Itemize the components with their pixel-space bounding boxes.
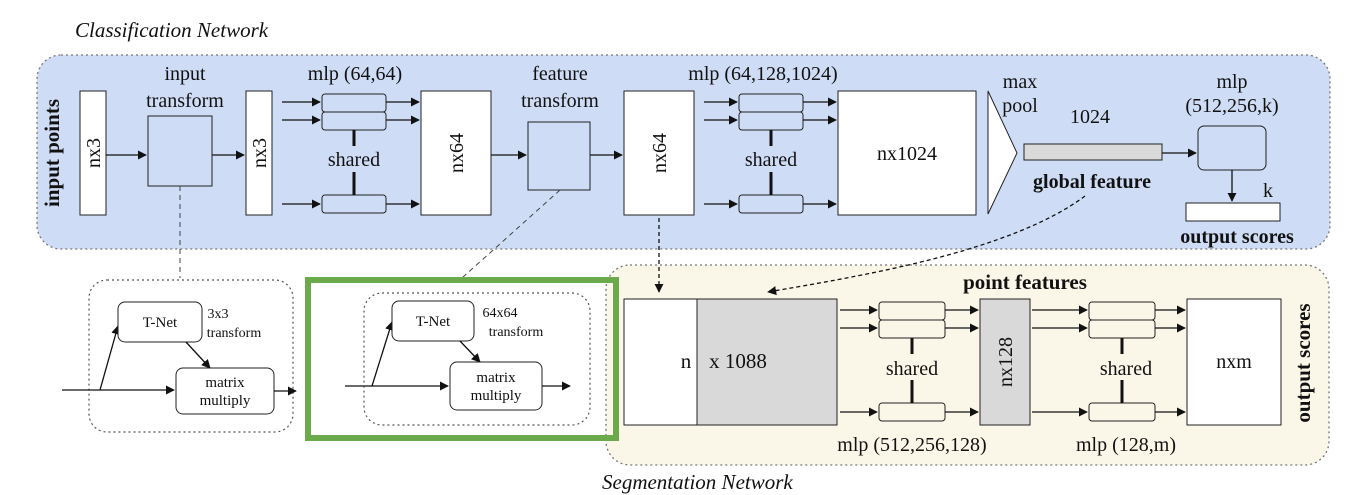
arrow [371,321,394,387]
concat-white-box [623,298,698,426]
nx128-box [979,298,1031,426]
tnet-1-matrix-label-1: matrix [205,375,245,391]
arrow [459,340,481,363]
tnet-1-transform-label-2: transform [207,326,262,341]
mlp-64-128-1024-label: mlp (64,128,1024) [688,63,837,85]
segmentation-network-title: Segmentation Network [602,470,793,494]
input-points-label: input points [40,99,64,207]
input-transform-label-1: input [164,63,206,85]
tnet-2-box [391,300,475,342]
tnet-2-label: T-Net [416,314,451,330]
global-feature-label: global feature [1033,171,1151,193]
global-feature-dim: 1024 [1070,106,1110,128]
concat-gray-box [696,298,838,426]
shared-label: shared [886,358,938,380]
mlp-unit [1088,402,1156,422]
output-scores-box [1185,202,1281,222]
feature-transform-box [527,121,591,191]
tnet-2-matrix-label-2: multiply [471,388,522,404]
shared-label: shared [745,149,797,171]
nx128-label: nx128 [995,337,1017,387]
feature-transform-callout [461,189,561,279]
tnet-1-box [117,301,203,343]
arrow [99,325,121,391]
n-label: n [681,349,692,373]
point-features-label: point features [963,270,1087,294]
nxm-box [1186,298,1282,426]
mlp-unit [738,194,804,214]
mlp-unit [321,111,387,131]
mlp-unit [1088,301,1156,321]
mlp-unit [321,194,387,214]
max-pool-label-1: max [1003,71,1037,93]
classification-network-title: Classification Network [75,18,269,42]
shared-label: shared [1100,358,1152,380]
x1088-label: x 1088 [709,349,767,373]
input-transform-box [147,115,213,187]
feature-transform-highlight [305,277,619,441]
arrow [185,341,211,369]
mlp-unit [738,111,804,131]
seg-mlp-128-m-label: mlp (128,m) [1076,434,1176,456]
tnet-1-label: T-Net [143,315,178,331]
seg-mlp-512-256-128-label: mlp (512,256,128) [837,434,986,456]
global-feature-connection-arrow [767,195,1086,296]
nx64-label-1: nx64 [446,133,468,173]
transformed-nx3-box [245,90,273,216]
mlp-unit [878,301,946,321]
feature-transform-label-2: transform [521,90,599,112]
nx64-box-2 [623,90,695,216]
shared-label: shared [328,149,380,171]
nx1024-box [837,90,977,216]
tnet-2-transform-label-2: transform [489,325,544,340]
k-label: k [1263,180,1273,202]
mlp-unit [878,402,946,422]
mlp-unit [738,93,804,113]
nx1024-label: nx1024 [877,143,937,165]
nx64-box-1 [420,90,492,216]
mlp-512-256-k-label-2: (512,256,k) [1185,95,1278,117]
global-feature-box [1023,143,1163,161]
nx64-label-2: nx64 [649,133,671,173]
mlp-unit [1088,319,1156,339]
max-pool-shape [987,90,1018,215]
nxm-label: nxm [1216,351,1252,373]
feature-transform-label-1: feature [532,63,588,85]
tnet-2-matrix-label-1: matrix [476,370,516,386]
seg-output-scores-label: output scores [1291,303,1315,422]
mlp-unit [878,319,946,339]
transformed-nx3-label: nx3 [249,138,271,168]
mlp-unit [321,93,387,113]
max-pool-label-2: pool [1002,95,1038,117]
output-scores-label: output scores [1180,226,1294,248]
tnet-2-transform-label-1: 64x64 [483,306,518,321]
mlp-512-256-k-label-1: mlp [1216,71,1247,93]
tnet-1-transform-label-1: 3x3 [208,307,229,322]
mlp-512-256-k-box [1197,125,1267,171]
input-nx3-box [79,90,107,216]
input-nx3-label: nx3 [83,138,105,168]
tnet-1-matrix-label-2: multiply [200,393,251,409]
mlp-64-64-label: mlp (64,64) [308,63,402,85]
input-transform-label-2: transform [146,90,224,112]
